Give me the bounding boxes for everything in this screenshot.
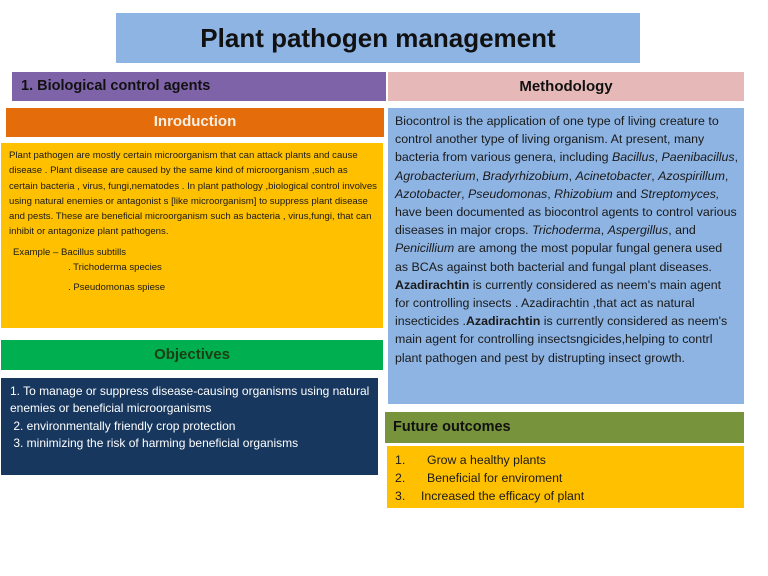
genus-name: Paenibacillus: [661, 150, 735, 165]
methodology-text: ,: [654, 150, 662, 165]
genus-name: Pseudomonas: [468, 186, 548, 201]
future-outcomes-header: Future outcomes: [385, 412, 744, 443]
outcome-number: 1.: [395, 453, 406, 467]
methodology-text: have been documented as biocontrol agent…: [395, 205, 737, 238]
objectives-header: Objectives: [1, 340, 383, 370]
outcome-item: 1. Grow a healthy plants: [395, 451, 744, 469]
introduction-body: Plant pathogen are mostly certain microo…: [1, 143, 383, 328]
outcome-number: 2.: [395, 471, 406, 485]
highlight-term: Azadirachtin: [465, 314, 541, 329]
biological-control-header: 1. Biological control agents: [12, 72, 386, 101]
example-item: . Pseudomonas spiese: [68, 282, 166, 294]
outcome-text: Beneficial for enviroment: [427, 471, 563, 485]
methodology-text: Biocontrol is the application of one typ…: [395, 114, 719, 165]
genus-name: Trichoderma: [532, 223, 601, 238]
outcome-number: 3.: [395, 489, 406, 503]
genus-name: Rhizobium: [554, 186, 613, 201]
outcome-item: 3. Increased the efficacy of plant: [395, 487, 744, 505]
future-outcomes-list: 1. Grow a healthy plants 2. Beneficial f…: [387, 446, 744, 508]
page-title: Plant pathogen management: [116, 13, 640, 63]
genus-name: Azospirillum: [658, 168, 725, 183]
genus-name: Bacillus: [611, 150, 655, 165]
methodology-text: is currently considered as neem's main a…: [395, 314, 728, 365]
methodology-text: ,: [724, 168, 729, 183]
genus-name: Acinetobacter: [575, 168, 652, 183]
example-list: Example – Bacillus subtills . Trichoderm…: [9, 246, 377, 296]
genus-name: Agrobacterium: [395, 168, 476, 183]
example-item: . Trichoderma species: [68, 261, 162, 273]
objectives-body: 1. To manage or suppress disease-causing…: [1, 378, 378, 475]
methodology-header: Methodology: [388, 72, 744, 101]
methodology-text: , and: [668, 223, 696, 238]
methodology-text: is currently considered as neem's main a…: [395, 277, 722, 329]
methodology-text: ,: [651, 168, 659, 183]
genus-name: Bradyrhizobium: [482, 168, 569, 183]
methodology-text: and: [612, 186, 641, 201]
methodology-text: ,: [475, 168, 483, 183]
introduction-paragraph: Plant pathogen are mostly certain microo…: [9, 150, 377, 238]
objective-item: 1. To manage or suppress disease-causing…: [10, 384, 370, 416]
outcome-item: 2. Beneficial for enviroment: [395, 469, 744, 487]
methodology-text: ,: [461, 186, 469, 201]
genus-name: Penicillium: [395, 241, 455, 256]
genus-name: Azotobacter: [395, 186, 462, 201]
methodology-text: ,: [568, 168, 576, 183]
outcome-text: Grow a healthy plants: [427, 453, 546, 467]
genus-name: Streptomyces,: [640, 186, 720, 201]
introduction-header: Inroduction: [6, 108, 384, 137]
objective-item: 2. environmentally friendly crop protect…: [10, 418, 236, 433]
example-item: Example – Bacillus subtills: [13, 246, 127, 258]
methodology-text: ,: [547, 186, 555, 201]
methodology-text: ,: [600, 223, 608, 238]
objective-item: 3. minimizing the risk of harming benefi…: [10, 435, 299, 450]
highlight-term: Azadirachtin: [395, 277, 470, 292]
methodology-text: ,: [734, 150, 739, 165]
methodology-body: Biocontrol is the application of one typ…: [388, 108, 744, 404]
methodology-text: are among the most popular fungal genera…: [395, 241, 723, 274]
outcome-text: Increased the efficacy of plant: [421, 489, 585, 503]
genus-name: Aspergillus: [607, 223, 669, 238]
